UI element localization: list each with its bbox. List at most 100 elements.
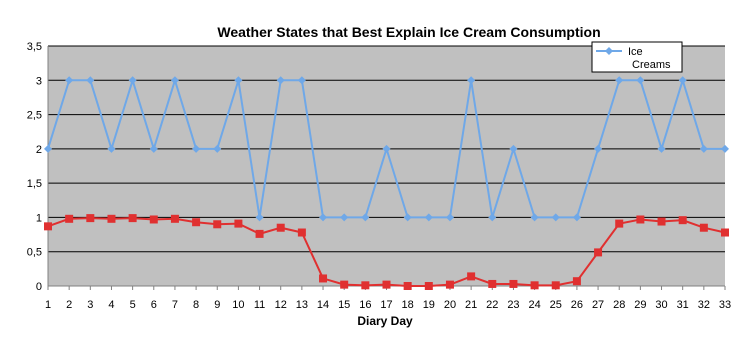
x-tick-label: 1 — [45, 299, 51, 311]
data-point — [382, 280, 391, 289]
data-point — [255, 213, 264, 222]
x-tick-label: 26 — [571, 299, 583, 311]
data-point — [445, 213, 454, 222]
x-tick-label: 25 — [550, 299, 562, 311]
data-point — [699, 223, 708, 232]
x-tick-label: 33 — [719, 299, 731, 311]
series-2 — [44, 214, 729, 290]
data-point — [551, 281, 560, 290]
x-tick-label: 15 — [338, 299, 350, 311]
data-point — [403, 213, 412, 222]
data-point — [467, 76, 476, 85]
x-tick-label: 14 — [317, 299, 329, 311]
data-point — [488, 279, 497, 288]
x-tick-label: 23 — [507, 299, 519, 311]
data-point — [65, 214, 74, 223]
x-tick-label: 29 — [634, 299, 646, 311]
data-point — [276, 76, 285, 85]
data-point — [678, 216, 687, 225]
data-point — [361, 213, 370, 222]
series-1 — [44, 76, 729, 222]
y-tick-label: 2,5 — [27, 110, 42, 122]
data-point — [509, 279, 518, 288]
data-point — [657, 217, 666, 226]
data-point — [319, 213, 328, 222]
x-tick-label: 7 — [172, 299, 178, 311]
data-point — [551, 213, 560, 222]
chart-title: Weather States that Best Explain Ice Cre… — [217, 24, 600, 40]
data-point — [530, 213, 539, 222]
y-tick-label: 2 — [36, 144, 42, 156]
x-tick-label: 13 — [296, 299, 308, 311]
data-point — [721, 144, 729, 153]
x-axis-label: Diary Day — [357, 314, 413, 328]
data-point — [721, 228, 729, 237]
data-point — [149, 144, 158, 153]
data-point — [213, 144, 222, 153]
x-tick-label: 17 — [380, 299, 392, 311]
data-point — [636, 76, 645, 85]
data-point — [361, 281, 370, 290]
data-point — [594, 144, 603, 153]
x-tick-label: 28 — [613, 299, 625, 311]
data-point — [170, 76, 179, 85]
data-point — [107, 214, 116, 223]
data-point — [382, 144, 391, 153]
x-tick-label: 31 — [677, 299, 689, 311]
data-point — [192, 218, 201, 227]
x-tick-label: 30 — [655, 299, 667, 311]
series-layer — [44, 76, 729, 290]
data-point — [170, 214, 179, 223]
data-point — [128, 214, 137, 223]
x-tick-label: 10 — [232, 299, 244, 311]
x-tick-label: 22 — [486, 299, 498, 311]
x-tick-label: 12 — [275, 299, 287, 311]
data-point — [213, 220, 222, 229]
legend-swatch-marker — [605, 47, 613, 55]
data-point — [255, 229, 264, 238]
y-tick-label: 1,5 — [27, 178, 42, 190]
x-tick-label: 19 — [423, 299, 435, 311]
data-point — [107, 144, 116, 153]
data-point — [467, 272, 476, 281]
data-point — [594, 248, 603, 257]
data-point — [149, 215, 158, 224]
x-tick-label: 8 — [193, 299, 199, 311]
data-point — [340, 280, 349, 289]
plot-area — [47, 45, 725, 287]
data-point — [340, 213, 349, 222]
x-tick-label: 3 — [87, 299, 93, 311]
data-point — [65, 76, 74, 85]
data-point — [657, 144, 666, 153]
data-point — [192, 144, 201, 153]
y-tick-label: 1 — [36, 212, 42, 224]
data-point — [572, 277, 581, 286]
data-point — [678, 76, 687, 85]
y-tick-label: 0,5 — [27, 247, 42, 259]
data-point — [44, 222, 52, 231]
x-tick-label: 2 — [66, 299, 72, 311]
x-tick-label: 27 — [592, 299, 604, 311]
y-tick-label: 0 — [36, 281, 42, 293]
x-tick-label: 6 — [151, 299, 157, 311]
x-tick-label: 18 — [402, 299, 414, 311]
data-point — [572, 213, 581, 222]
y-tick-label: 3 — [36, 75, 42, 87]
data-point — [319, 274, 328, 283]
plot-background — [48, 46, 725, 286]
y-axis-ticks: 0 0,5 1 1,5 2 2,5 3 3,5 — [27, 41, 42, 293]
data-point — [297, 76, 306, 85]
y-tick-label: 3,5 — [27, 41, 42, 53]
data-point — [297, 228, 306, 237]
x-tick-label: 16 — [359, 299, 371, 311]
data-point — [530, 281, 539, 290]
data-point — [615, 219, 624, 228]
data-point — [86, 214, 95, 223]
x-tick-label: 32 — [698, 299, 710, 311]
data-point — [276, 223, 285, 232]
data-point — [424, 282, 433, 290]
x-tick-label: 21 — [465, 299, 477, 311]
